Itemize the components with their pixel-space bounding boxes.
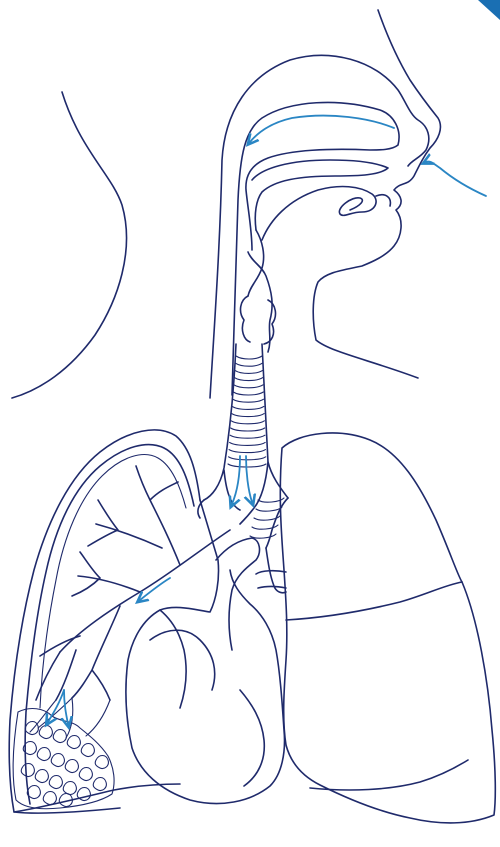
alveolus xyxy=(21,764,34,777)
alveolus xyxy=(65,760,78,773)
arrow-icon xyxy=(64,690,68,724)
alveolus xyxy=(49,776,62,789)
pharynx-wall xyxy=(248,252,272,352)
alveolus xyxy=(39,726,52,739)
arrow-icon xyxy=(250,116,394,142)
alveolus xyxy=(51,754,64,767)
arrow-icon xyxy=(48,690,64,722)
bronchus-ring xyxy=(250,534,276,538)
trachea-ring xyxy=(236,356,262,359)
alveolus xyxy=(35,770,48,783)
trachea-ring xyxy=(234,378,262,381)
bronchial-tree xyxy=(30,466,230,738)
trachea-ring xyxy=(230,435,265,438)
lung-right-closed xyxy=(256,433,495,823)
face-profile xyxy=(313,10,440,378)
arrow-icon xyxy=(426,161,486,196)
arrow-icon xyxy=(232,456,240,504)
alveolus xyxy=(53,730,66,743)
heart xyxy=(126,500,285,804)
alveolus xyxy=(95,756,108,769)
corner-triangle-icon xyxy=(478,0,500,20)
heart-chamber xyxy=(150,630,215,690)
alveolus xyxy=(77,788,90,801)
nasal-oral-cavity xyxy=(232,102,399,395)
trachea-ring xyxy=(233,399,264,402)
alveolus xyxy=(27,786,40,799)
trachea-ring xyxy=(234,385,263,388)
lung-fissure-upper xyxy=(286,582,462,620)
bronchiole-main xyxy=(60,530,230,652)
nasal-cavity xyxy=(232,102,399,395)
palate xyxy=(252,160,388,230)
arrow-icon xyxy=(246,456,252,502)
trachea-ring xyxy=(235,370,263,373)
airflow-arrows xyxy=(48,116,486,724)
trachea-ring xyxy=(232,406,264,409)
mouth-opening xyxy=(376,195,390,206)
trachea-ring xyxy=(230,442,266,445)
trachea-ring xyxy=(229,457,266,460)
pulmonary-artery xyxy=(160,610,186,708)
back-contour xyxy=(12,92,127,398)
trachea-ring xyxy=(231,421,264,424)
bronchus-rings xyxy=(250,498,284,538)
heart-outline xyxy=(126,500,285,804)
lung-outline-left-inner xyxy=(25,445,194,804)
tongue xyxy=(262,187,376,240)
lung-outline-right xyxy=(280,433,495,823)
alveolus xyxy=(63,782,76,795)
left-main-bronchus xyxy=(198,470,240,518)
alveolus xyxy=(79,768,92,781)
trachea-ring xyxy=(232,414,264,417)
trachea-left-wall xyxy=(204,344,236,500)
bronchus-ring xyxy=(256,507,282,511)
trachea-ring xyxy=(231,428,265,431)
lung-left-cutaway xyxy=(9,430,230,813)
lung-fissure-lower xyxy=(310,760,468,790)
alveolus xyxy=(25,722,38,735)
trachea-ring xyxy=(229,450,265,453)
alveolus xyxy=(81,744,94,757)
heart-apex xyxy=(240,690,264,786)
head-outline xyxy=(210,55,429,398)
alveolus xyxy=(37,748,50,761)
trachea-ring xyxy=(233,392,263,395)
alveolus xyxy=(43,792,56,805)
trachea xyxy=(204,344,288,500)
alveolus xyxy=(67,736,80,749)
aorta xyxy=(216,538,259,650)
bronchiole-branches-fine xyxy=(30,698,110,738)
alveolus xyxy=(93,778,106,791)
bronchi xyxy=(198,462,288,548)
trachea-ring xyxy=(235,363,262,366)
